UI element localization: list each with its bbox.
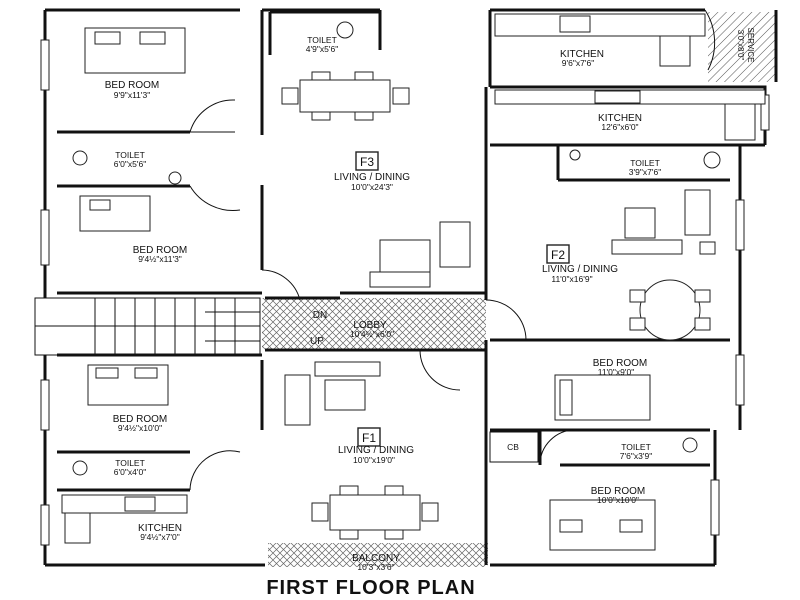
staircase (34, 297, 261, 356)
toilet-right-low-dims: 7'6"x3'9" (620, 451, 652, 461)
f1-tag: F1 (362, 431, 376, 445)
dining-table-f1 (311, 485, 439, 540)
balcony-hatch (268, 543, 488, 567)
stairs-up: UP (310, 336, 324, 347)
f1-marker (357, 427, 381, 447)
cb-box (489, 431, 539, 463)
sofa-set-f1 (284, 361, 381, 426)
dining-table-f3 (281, 71, 410, 121)
bed-left-low (87, 364, 169, 406)
bed-f2 (554, 374, 651, 421)
service-hatch (708, 12, 776, 82)
toilet-f2-dims: 3'9"x7'6" (629, 167, 661, 177)
f2-tag: F2 (551, 248, 565, 262)
bed-top-left (84, 27, 186, 74)
kitchen-f2-label: KITCHEN (598, 113, 642, 124)
f2-label: LIVING / DINING (542, 264, 618, 275)
f1-label: LIVING / DINING (338, 445, 414, 456)
bed-left-low-dims: 9'4½"x10'0" (118, 423, 162, 433)
toilet-fixtures (72, 21, 721, 476)
bed-top-dims: 9'9"x11'3" (114, 90, 151, 100)
f2-marker (546, 244, 570, 264)
toilet-top-label: TOILET (307, 35, 337, 45)
bed-left-mid (79, 195, 151, 232)
lobby-dims: 10'4½"x6'0" (350, 329, 394, 339)
toilet-left-low-label: TOILET (115, 458, 145, 468)
f3-dims: 10'0"x24'3" (351, 182, 393, 192)
kitchen-bl-dims: 9'4½"x7'0" (140, 532, 180, 542)
toilet-left-low-dims: 6'0"x4'0" (114, 467, 146, 477)
kitchen-bl-label: KITCHEN (138, 523, 182, 534)
dining-table-f2 (629, 279, 711, 341)
f3-marker (355, 151, 379, 171)
f2-dims: 11'0"x16'9" (551, 274, 592, 284)
service-label: SERVICE (746, 28, 755, 63)
bed-left-mid-dims: 9'4½"x11'3" (138, 254, 182, 264)
f3-tag: F3 (360, 155, 374, 169)
door-swings (189, 9, 716, 491)
sofa-set-f2 (611, 189, 716, 255)
toilet-right-low-label: TOILET (621, 442, 651, 452)
service-dims: 3'0"x8'0" (736, 30, 745, 61)
bed-f2-dims: 11'0"x9'0" (598, 367, 635, 377)
toilet-left-top-dims: 6'0"x5'6" (114, 159, 146, 169)
f3-label: LIVING / DINING (334, 172, 410, 183)
bed-right-low-dims: 10'0"x10'0" (597, 495, 639, 505)
toilet-left-top-label: TOILET (115, 150, 145, 160)
bed-top-label: BED ROOM (105, 80, 159, 91)
balcony-dims: 10'3"x3'6" (357, 562, 394, 572)
lobby-hatch (262, 298, 486, 350)
bed-right-low-label: BED ROOM (591, 486, 645, 497)
windows (40, 39, 770, 546)
kitchen-f2-dims: 12'6"x6'0" (601, 122, 638, 132)
bed-left-mid-label: BED ROOM (133, 245, 187, 256)
cb-label: CB (507, 442, 519, 452)
kitchen-tr-label: KITCHEN (560, 49, 604, 60)
bed-f2-label: BED ROOM (593, 358, 647, 369)
balcony-label: BALCONY (352, 553, 400, 564)
lobby-label: LOBBY (353, 320, 387, 331)
plan-title: FIRST FLOOR PLAN (266, 577, 475, 599)
kitchen-counters (61, 13, 766, 544)
toilet-f2-label: TOILET (630, 158, 660, 168)
toilet-top-dims: 4'9"x5'6" (306, 44, 338, 54)
sofa-set-f3 (369, 221, 471, 288)
bed-right-low (549, 499, 656, 551)
f1-dims: 10'0"x19'0" (353, 455, 395, 465)
kitchen-tr-dims: 9'6"x7'6" (562, 58, 594, 68)
bed-left-low-label: BED ROOM (113, 414, 167, 425)
stairs-dn: DN (313, 310, 327, 321)
